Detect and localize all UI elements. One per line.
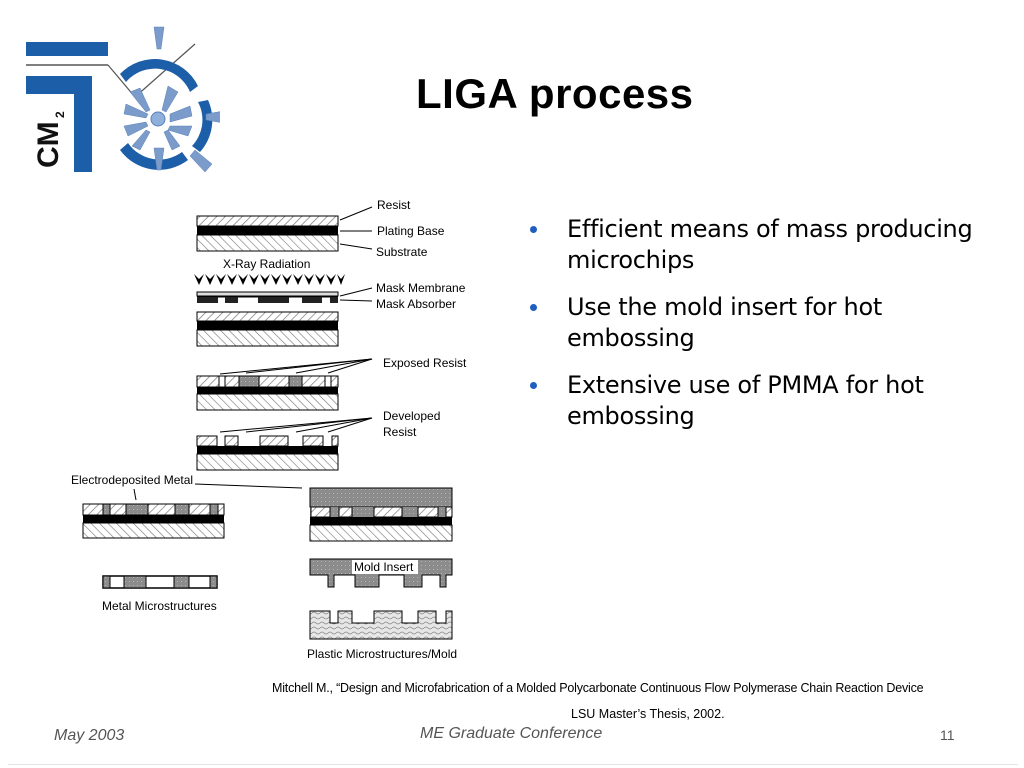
developed-resist-stack [196,435,339,471]
label-electrodeposited-metal: Electrodeposited Metal [71,473,193,487]
electrodeposited-stack-left [82,503,225,539]
bullet-item: Efficient means of mass producing microc… [528,214,998,276]
footer-conference: ME Graduate Conference [420,725,603,742]
label-mask-absorber: Mask Absorber [376,297,456,311]
bullet-dot-icon [530,382,537,389]
cm2-logo: CM 2 [26,26,220,173]
exposed-resist-stack [196,375,339,411]
bullet-list: Efficient means of mass producing microc… [528,214,998,448]
bullet-text: Extensive use of PMMA for hot embossing [567,371,924,430]
label-mask-membrane: Mask Membrane [376,281,466,295]
electrodeposited-stack-right [309,487,453,542]
bullet-item: Extensive use of PMMA for hot embossing [528,370,998,432]
label-resist: Resist [377,198,411,212]
label-developed-resist-1: Developed [383,409,440,423]
bullet-dot-icon [530,226,537,233]
bullet-dot-icon [530,304,537,311]
label-plating-base: Plating Base [377,224,445,238]
liga-process-diagram: Resist Plating Base Substrate X-Ray Radi… [71,198,467,661]
logo-wheel-icon [120,26,220,173]
slide-title: LIGA process [416,70,694,117]
plastic-microstructures [309,610,453,640]
footer-date: May 2003 [54,727,125,744]
metal-microstructures [102,575,218,589]
label-exposed-resist: Exposed Resist [383,356,467,370]
footer-divider [8,764,1018,765]
label-metal-microstructures: Metal Microstructures [102,599,217,613]
page-number: 11 [940,727,955,743]
mold-insert [309,558,453,588]
citation-line-2: LSU Master’s Thesis, 2002. [571,707,725,721]
bullet-item: Use the mold insert for hot embossing [528,292,998,354]
bullet-text: Efficient means of mass producing microc… [567,215,973,274]
label-plastic-microstructures: Plastic Microstructures/Mold [307,647,457,661]
label-developed-resist-2: Resist [383,425,417,439]
label-xray: X-Ray Radiation [223,257,310,271]
label-substrate: Substrate [376,245,428,259]
initial-stack [196,215,339,252]
bullet-text: Use the mold insert for hot embossing [567,293,882,352]
logo-text: CM [32,121,65,168]
citation-line-1: Mitchell M., “Design and Microfabricatio… [272,681,924,695]
label-mold-insert: Mold Insert [354,560,414,574]
exposure-stack [196,311,339,347]
mask [196,291,339,303]
logo-bar-top [26,42,108,56]
logo-superscript: 2 [53,111,67,118]
xray-arrows-icon [194,274,345,285]
